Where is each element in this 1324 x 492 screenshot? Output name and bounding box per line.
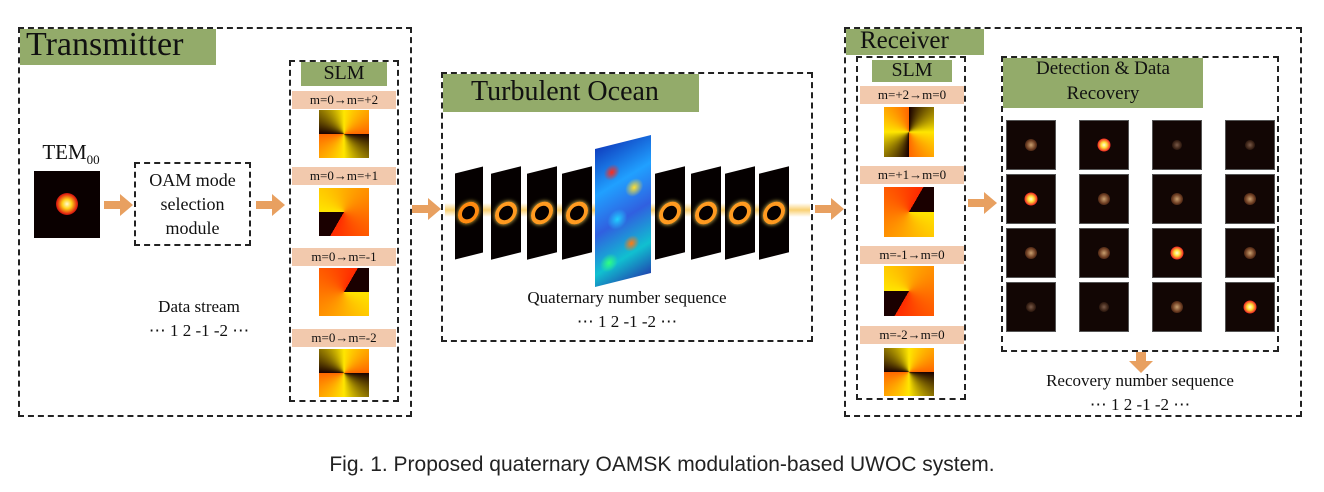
oam-module-line2: selection — [160, 194, 225, 214]
oam-mode-selection-module — [134, 162, 251, 246]
recovery-sequence: ⋯ 1 2 -1 -2 ⋯ — [1089, 395, 1191, 414]
detector-cell — [1225, 174, 1275, 224]
arrow-tx-to-ocean — [412, 198, 441, 220]
detector-cell — [1079, 282, 1129, 332]
oam-module-line3: module — [165, 218, 220, 238]
turbulent-ocean-box — [441, 72, 813, 342]
detector-cell — [1006, 228, 1056, 278]
receiver-title: Receiver — [846, 27, 984, 55]
detection-box — [1001, 56, 1279, 352]
detector-cell — [1152, 174, 1202, 224]
arrow-detection-down — [1129, 352, 1153, 373]
detector-cell — [1079, 228, 1129, 278]
tx-slm-box — [289, 60, 399, 402]
rx-slm-phase-pattern-4 — [884, 348, 934, 396]
rx-slm-phase-pattern-1 — [884, 107, 934, 157]
detector-cell — [1079, 174, 1129, 224]
tx-slm-chip-3: m=0→m=-1 — [292, 248, 396, 266]
rx-slm-chip-4: m=-2→m=0 — [860, 326, 964, 344]
detection-title: Detection & Data Recovery — [1003, 58, 1203, 108]
tem00-label: TEM00 — [42, 140, 100, 168]
quaternary-sequence-label: Quaternary number sequence — [527, 288, 727, 307]
rx-slm-box — [856, 56, 966, 400]
detector-cell — [1152, 120, 1202, 170]
turbulence-phase-screen — [595, 135, 651, 287]
detector-cell — [1006, 120, 1056, 170]
arrow-module-to-slm — [256, 194, 285, 216]
tx-slm-chip-2: m=0→m=+1 — [292, 167, 396, 185]
oam-module-line1: OAM mode — [149, 170, 236, 190]
arrow-slm-to-detection — [968, 192, 997, 214]
vortex-beam-frames — [455, 135, 795, 287]
data-stream-sequence: ⋯ 1 2 -1 -2 ⋯ — [148, 321, 250, 340]
turbulent-ocean-title: Turbulent Ocean — [443, 74, 699, 112]
tx-slm-phase-pattern-2 — [319, 188, 369, 236]
tx-slm-chip-1: m=0→m=+2 — [292, 91, 396, 109]
detector-cell — [1006, 174, 1056, 224]
recovery-sequence-label: Recovery number sequence — [1046, 371, 1234, 390]
detector-cell — [1006, 282, 1056, 332]
transmitter-box — [18, 27, 412, 417]
quaternary-sequence: ⋯ 1 2 -1 -2 ⋯ — [576, 312, 678, 331]
detector-cell — [1225, 120, 1275, 170]
detector-cell — [1225, 282, 1275, 332]
transmitter-title: Transmitter — [20, 26, 216, 65]
rx-slm-chip-2: m=+1→m=0 — [860, 166, 964, 184]
tx-slm-phase-pattern-1 — [319, 110, 369, 158]
rx-slm-chip-3: m=-1→m=0 — [860, 246, 964, 264]
arrow-ocean-to-rx — [815, 198, 844, 220]
tx-slm-chip-4: m=0→m=-2 — [292, 329, 396, 347]
rx-slm-phase-pattern-3 — [884, 266, 934, 316]
data-stream-label: Data stream — [158, 297, 240, 316]
detector-cell — [1079, 120, 1129, 170]
tx-slm-phase-pattern-4 — [319, 349, 369, 397]
detector-cell — [1225, 228, 1275, 278]
tem00-beam-image — [34, 171, 100, 238]
arrow-tem-to-module — [104, 194, 133, 216]
tx-slm-title: SLM — [301, 62, 387, 86]
rx-slm-chip-1: m=+2→m=0 — [860, 86, 964, 104]
rx-slm-phase-pattern-2 — [884, 187, 934, 237]
receiver-box — [844, 27, 1302, 417]
detector-cell — [1152, 282, 1202, 332]
rx-slm-title: SLM — [872, 59, 952, 82]
figure-caption: Fig. 1. Proposed quaternary OAMSK modula… — [329, 453, 995, 476]
detector-cell — [1152, 228, 1202, 278]
tx-slm-phase-pattern-3 — [319, 268, 369, 316]
